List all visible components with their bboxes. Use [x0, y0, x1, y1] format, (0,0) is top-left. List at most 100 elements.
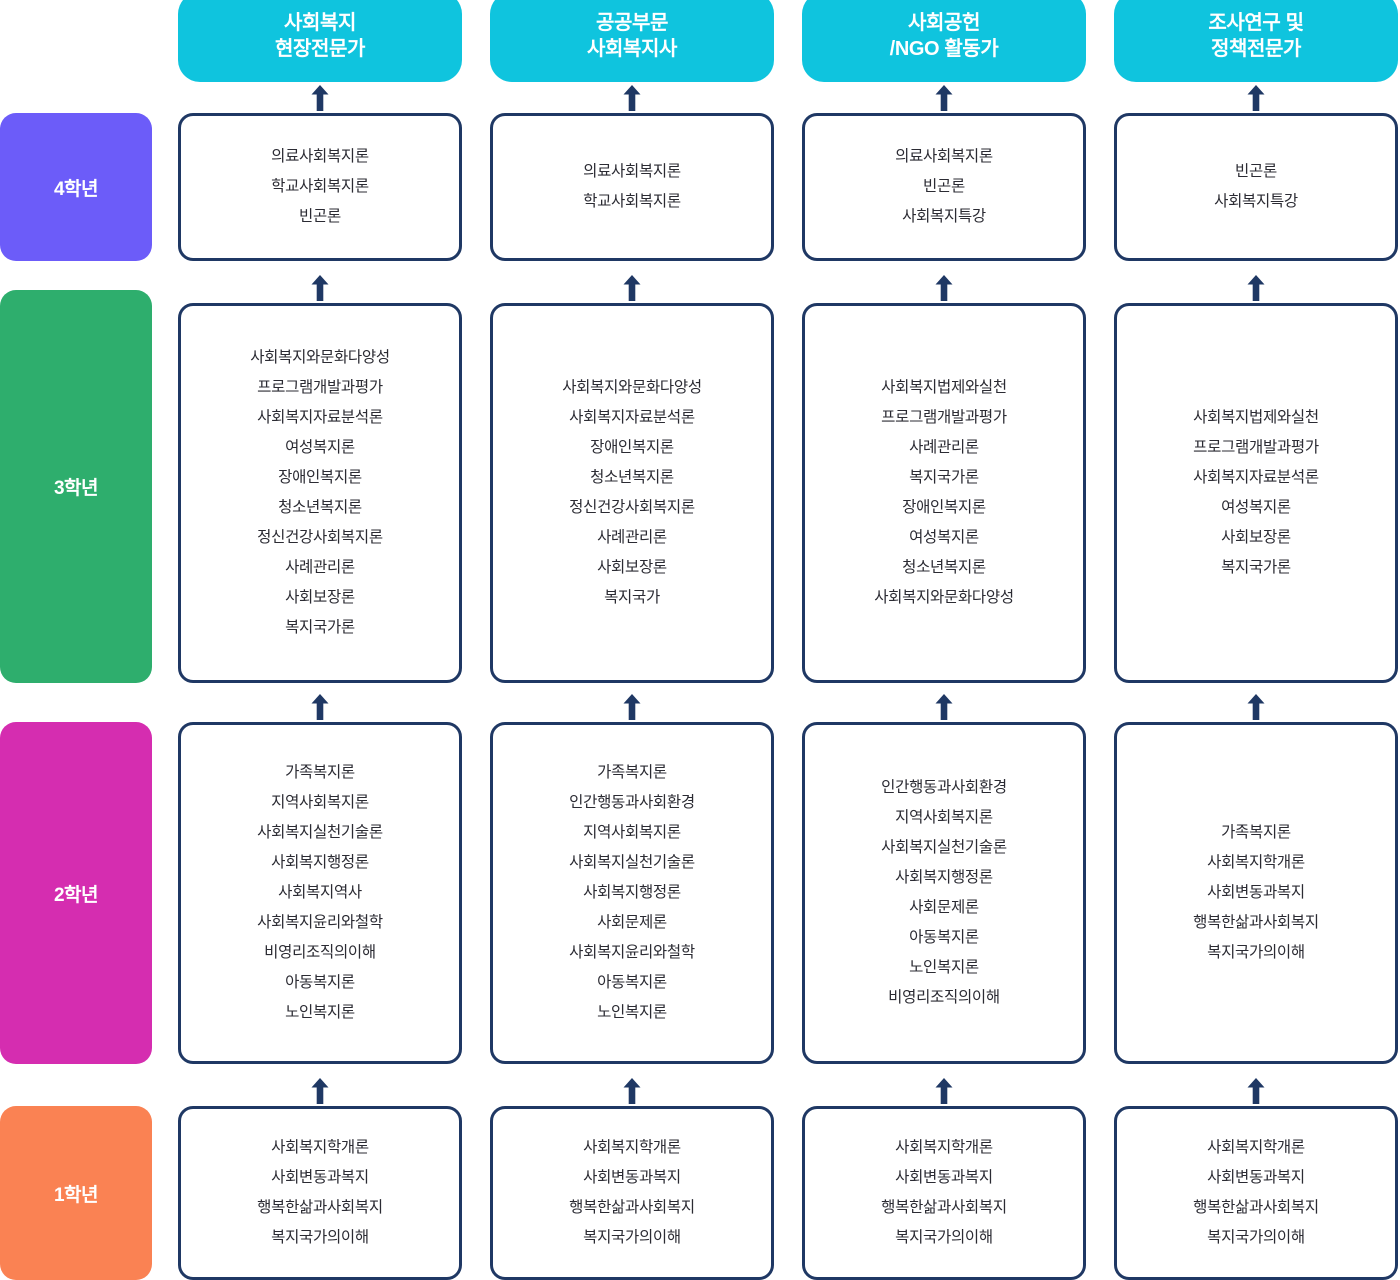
course-item: 사회복지학개론 — [1207, 1138, 1305, 1156]
course-item: 행복한삶과사회복지 — [257, 1199, 383, 1216]
year-label-year2: 2학년 — [0, 722, 152, 1064]
course-item: 지역사회복지론 — [583, 823, 681, 841]
arrow-up-icon — [935, 85, 953, 111]
arrow-up-icon — [311, 85, 329, 111]
course-item: 사례관리론 — [909, 438, 979, 456]
course-item: 사회복지실천기술론 — [569, 853, 695, 871]
course-item: 사회보장론 — [1221, 529, 1291, 547]
course-item: 장애인복지론 — [902, 499, 986, 516]
course-item: 청소년복지론 — [278, 499, 362, 516]
course-item: 복지국가의이해 — [583, 1229, 681, 1247]
arrow-up-icon — [935, 275, 953, 301]
course-item: 행복한삶과사회복지 — [1193, 914, 1319, 932]
course-item: 사회복지실천기술론 — [257, 823, 383, 841]
course-item: 노인복지론 — [285, 1004, 355, 1022]
course-item: 사회복지자료분석론 — [1193, 468, 1319, 486]
course-item: 사회변동과복지 — [271, 1168, 369, 1186]
course-item: 사회복지행정론 — [895, 868, 993, 886]
course-item: 학교사회복지론 — [583, 193, 681, 210]
arrow-up-icon — [1247, 85, 1265, 111]
course-item: 빈곤론 — [299, 208, 341, 226]
course-item: 프로그램개발과평가 — [881, 408, 1007, 426]
course-item: 사회복지법제와실천 — [881, 378, 1007, 396]
arrow-up-icon — [623, 694, 641, 720]
course-item: 인간행동과사회환경 — [881, 778, 1007, 796]
course-item: 프로그램개발과평가 — [1193, 438, 1319, 456]
year-label-year4: 4학년 — [0, 113, 152, 261]
arrow-up-icon — [1247, 1078, 1265, 1104]
course-item: 장애인복지론 — [590, 438, 674, 456]
course-item: 복지국가론 — [1221, 559, 1291, 577]
course-item: 행복한삶과사회복지 — [569, 1199, 695, 1216]
course-item: 사례관리론 — [597, 529, 667, 547]
year-label-text: 3학년 — [53, 478, 99, 499]
course-item: 사회복지법제와실천 — [1193, 408, 1319, 426]
track-header-line2: 현장전문가 — [275, 38, 365, 60]
year-label-text: 2학년 — [53, 884, 99, 906]
course-item: 사회변동과복지 — [1207, 883, 1305, 901]
course-item: 비영리조직의이해 — [888, 989, 1000, 1007]
course-item: 사회보장론 — [597, 559, 667, 577]
course-item: 사회복지특강 — [1214, 193, 1298, 210]
year-label-year3: 3학년 — [0, 290, 152, 683]
course-item: 사회복지특강 — [902, 208, 986, 226]
year-label-text: 4학년 — [53, 178, 99, 200]
course-item: 사회복지학개론 — [1207, 853, 1305, 871]
track-header-ngo-activist[interactable]: 사회공헌/NGO 활동가 — [802, 0, 1086, 82]
course-item: 복지국가론 — [285, 619, 355, 637]
track-header-line1: 사회복지 — [284, 11, 356, 34]
course-item: 의료사회복지론 — [895, 147, 993, 165]
course-item: 가족복지론 — [1221, 823, 1291, 841]
course-item: 아동복지론 — [285, 974, 355, 992]
arrow-up-icon — [623, 1078, 641, 1104]
course-item: 아동복지론 — [597, 974, 667, 992]
course-item: 사회문제론 — [597, 914, 667, 932]
arrow-up-icon — [311, 275, 329, 301]
course-item: 사회복지행정론 — [271, 853, 369, 871]
course-item: 복지국가의이해 — [271, 1229, 369, 1247]
course-item: 지역사회복지론 — [895, 808, 993, 826]
track-header-line2: 사회복지사 — [587, 38, 677, 60]
arrow-up-icon — [311, 1078, 329, 1104]
course-item: 여성복지론 — [285, 438, 355, 456]
course-item: 가족복지론 — [597, 763, 667, 781]
course-item: 사회복지와문화다양성 — [562, 378, 702, 396]
course-item: 노인복지론 — [597, 1004, 667, 1022]
course-item: 사회보장론 — [285, 589, 355, 607]
arrow-up-icon — [935, 1078, 953, 1104]
course-item: 사회복지역사 — [278, 883, 362, 901]
course-item: 비영리조직의이해 — [264, 944, 376, 962]
year-label-text: 1학년 — [53, 1184, 99, 1206]
course-item: 빈곤론 — [1235, 162, 1277, 180]
arrow-up-icon — [935, 694, 953, 720]
course-item: 사회변동과복지 — [895, 1168, 993, 1186]
course-item: 복지국가의이해 — [1207, 944, 1305, 962]
course-item: 의료사회복지론 — [583, 162, 681, 180]
course-item: 사회문제론 — [909, 899, 979, 916]
arrow-up-icon — [1247, 275, 1265, 301]
arrow-up-icon — [623, 85, 641, 111]
course-item: 청소년복지론 — [902, 559, 986, 577]
course-item: 사회복지학개론 — [271, 1138, 369, 1156]
course-item: 복지국가론 — [909, 468, 979, 486]
